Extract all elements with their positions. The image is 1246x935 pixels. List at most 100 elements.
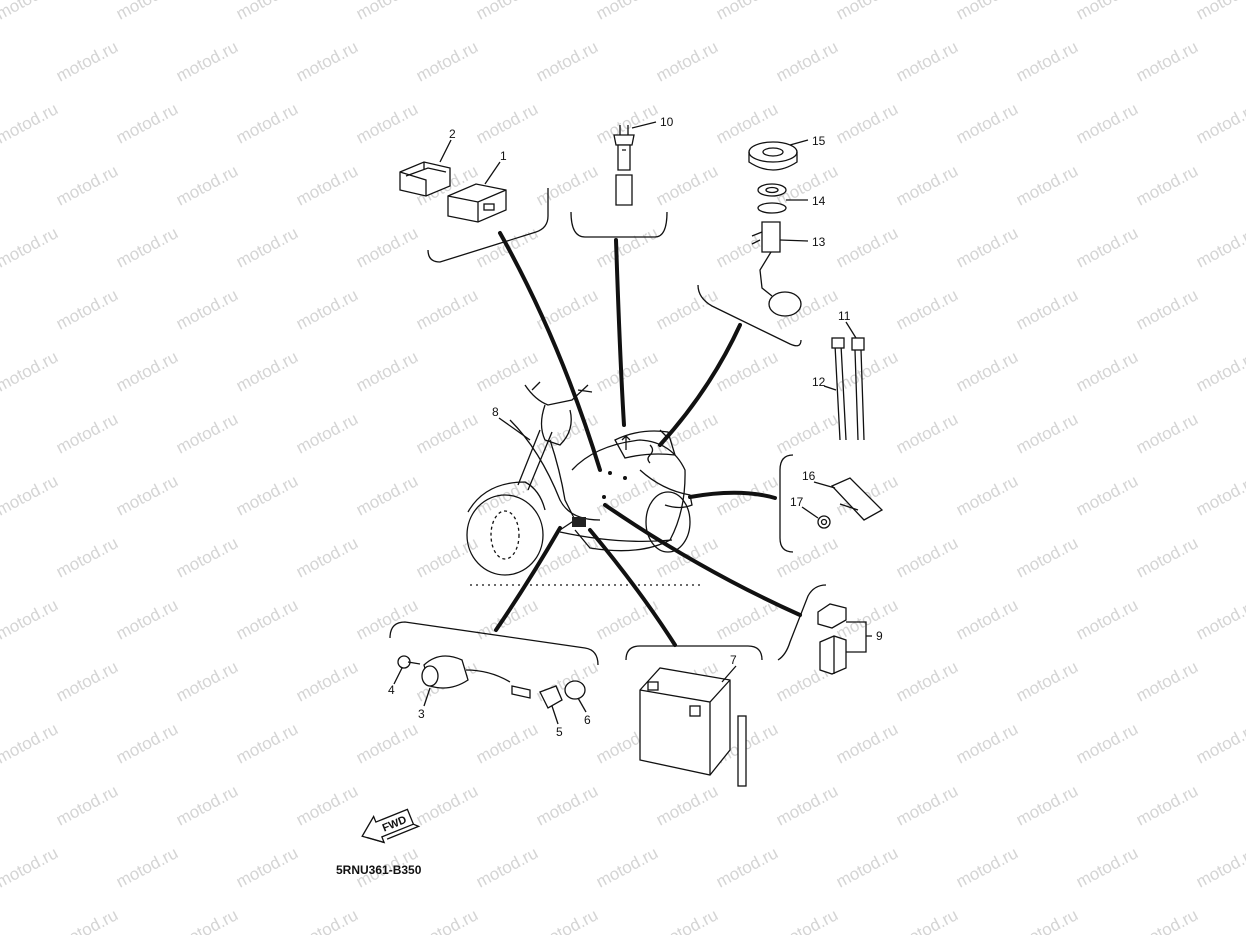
watermark-text-67: motod.ru <box>653 161 721 209</box>
watermark-text-50: motod.ru <box>0 99 61 147</box>
watermark-text-77: motod.ru <box>353 223 421 271</box>
watermark-text-103: motod.ru <box>593 347 661 395</box>
callout-7: 7 <box>730 653 737 667</box>
watermark-text-93: motod.ru <box>893 285 961 333</box>
watermark-text-108: motod.ru <box>1193 347 1246 395</box>
watermark-text-186: motod.ru <box>533 781 601 829</box>
watermark-text-148: motod.ru <box>233 595 301 643</box>
watermark-text-174: motod.ru <box>473 719 541 767</box>
watermark-text-206: motod.ru <box>53 905 121 935</box>
part-17-nut <box>817 515 831 529</box>
watermark-text-119: motod.ru <box>1133 409 1201 457</box>
watermark-text-209: motod.ru <box>413 905 481 935</box>
watermark-text-210: motod.ru <box>533 905 601 935</box>
watermark-text-195: motod.ru <box>113 843 181 891</box>
seat <box>614 430 676 459</box>
callout-6: 6 <box>584 713 591 727</box>
watermark-text-91: motod.ru <box>653 285 721 333</box>
watermark-text-177: motod.ru <box>833 719 901 767</box>
watermark-text-27: motod.ru <box>113 0 181 24</box>
front-wheel-hub <box>490 510 520 560</box>
part-1-control-unit <box>447 183 507 223</box>
watermark-text-70: motod.ru <box>1013 161 1081 209</box>
fwd-arrow-icon: FWD <box>361 808 421 844</box>
watermark-text-74: motod.ru <box>0 223 61 271</box>
callout-14: 14 <box>812 194 826 208</box>
watermark-text-113: motod.ru <box>413 409 481 457</box>
callout-3: 3 <box>418 707 425 721</box>
watermark-text-38: motod.ru <box>53 37 121 85</box>
callout-16: 16 <box>802 469 816 483</box>
part-4-bolt <box>397 655 421 669</box>
watermark-text-159: motod.ru <box>173 657 241 705</box>
rear-wheel <box>645 491 691 553</box>
watermark-text-151: motod.ru <box>593 595 661 643</box>
watermark-text-90: motod.ru <box>533 285 601 333</box>
front-fender <box>467 481 546 513</box>
watermark-text-211: motod.ru <box>653 905 721 935</box>
watermark-text-95: motod.ru <box>1133 285 1201 333</box>
callout-17: 17 <box>790 495 804 509</box>
callout-5: 5 <box>556 725 563 739</box>
watermark-text-190: motod.ru <box>1013 781 1081 829</box>
watermark-text-35: motod.ru <box>1073 0 1141 24</box>
watermark-text-101: motod.ru <box>353 347 421 395</box>
handlebar <box>524 381 593 406</box>
watermark-text-37: motod.ru <box>0 37 1 85</box>
callout-2: 2 <box>449 127 456 141</box>
watermark-text-133: motod.ru <box>0 533 1 581</box>
watermark-text-110: motod.ru <box>53 409 121 457</box>
floor <box>559 531 673 543</box>
watermark-text-30: motod.ru <box>473 0 541 24</box>
watermark-text-66: motod.ru <box>533 161 601 209</box>
callout-13: 13 <box>812 235 826 249</box>
part-9-fuses <box>817 603 847 675</box>
watermark-text-171: motod.ru <box>113 719 181 767</box>
part-3-ignition-coil <box>421 655 511 689</box>
watermark-text-207: motod.ru <box>173 905 241 935</box>
watermark-text-56: motod.ru <box>713 99 781 147</box>
watermark-text-111: motod.ru <box>173 409 241 457</box>
callout-10: 10 <box>660 115 674 129</box>
watermark-text-46: motod.ru <box>1013 37 1081 85</box>
watermark-text-208: motod.ru <box>293 905 361 935</box>
watermark-text-98: motod.ru <box>0 347 61 395</box>
watermark-text-155: motod.ru <box>1073 595 1141 643</box>
watermark-text-203: motod.ru <box>1073 843 1141 891</box>
watermark-text-157: motod.ru <box>0 657 1 705</box>
watermark-text-31: motod.ru <box>593 0 661 24</box>
watermark-text-34: motod.ru <box>953 0 1021 24</box>
wire-9 <box>603 503 802 617</box>
bracket-bottom-center <box>625 645 763 661</box>
watermark-text-124: motod.ru <box>233 471 301 519</box>
watermark-text-170: motod.ru <box>0 719 61 767</box>
watermark-text-179: motod.ru <box>1073 719 1141 767</box>
watermark-text-117: motod.ru <box>893 409 961 457</box>
watermark-text-132: motod.ru <box>1193 471 1246 519</box>
hook-b <box>659 429 667 437</box>
head-stem <box>540 404 572 446</box>
bracket-bottom-left <box>389 621 599 666</box>
wire-16 <box>688 490 777 500</box>
scooter-outline <box>466 381 700 586</box>
watermark-text-44: motod.ru <box>773 37 841 85</box>
wire-routes <box>494 231 802 647</box>
watermark-text-213: motod.ru <box>893 905 961 935</box>
watermark-text-69: motod.ru <box>893 161 961 209</box>
watermark-text-142: motod.ru <box>1013 533 1081 581</box>
point-c <box>602 495 606 499</box>
bracket-right-lower <box>777 584 827 661</box>
wire-1 <box>498 231 602 472</box>
watermark-text-135: motod.ru <box>173 533 241 581</box>
watermark-text-202: motod.ru <box>953 843 1021 891</box>
watermark-text-147: motod.ru <box>113 595 181 643</box>
watermark-text-185: motod.ru <box>413 781 481 829</box>
part-14-gasket <box>757 183 787 214</box>
watermark-text-40: motod.ru <box>293 37 361 85</box>
connector-block <box>572 517 586 527</box>
watermark-text-83: motod.ru <box>1073 223 1141 271</box>
watermark-text-140: motod.ru <box>773 533 841 581</box>
leg-shield <box>549 439 576 531</box>
watermark-text-131: motod.ru <box>1073 471 1141 519</box>
callout-8: 8 <box>492 405 499 419</box>
